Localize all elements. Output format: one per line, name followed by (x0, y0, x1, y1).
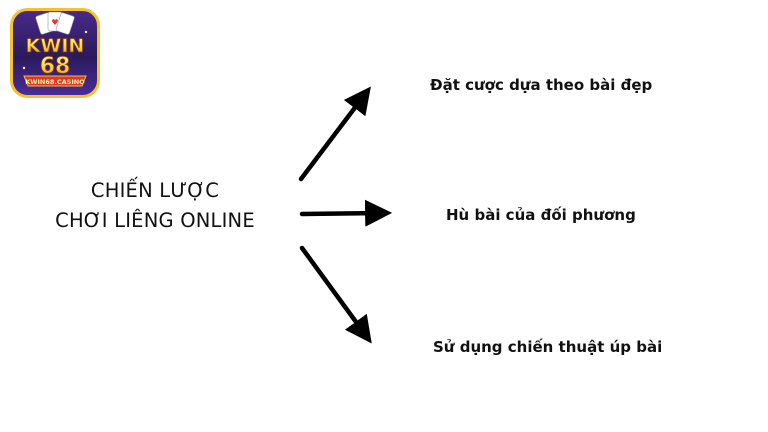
branch-label-3: Sử dụng chiến thuật úp bài (433, 338, 663, 356)
kwin68-logo-graphic: ♥ KWIN 68 KWIN68.CASINO (10, 8, 100, 98)
branch-label-1: Đặt cược dựa theo bài đẹp (430, 76, 653, 94)
cards-icon: ♥ (35, 11, 75, 35)
center-topic: CHIẾN LƯỢC CHƠI LIÊNG ONLINE (40, 176, 270, 236)
logo-number-text: 68 (40, 54, 71, 79)
center-topic-line-1: CHIẾN LƯỢC (90, 179, 220, 202)
svg-text:♥: ♥ (51, 18, 58, 27)
arrow-to-branch-1 (298, 86, 371, 182)
arrow-to-branch-2 (299, 199, 393, 227)
logo-brand-text: KWIN (26, 35, 85, 57)
brand-logo: ♥ KWIN 68 KWIN68.CASINO (10, 8, 100, 98)
arrow-to-branch-3 (299, 245, 372, 344)
branch-label-2: Hù bài của đối phương (446, 206, 636, 224)
center-topic-line-2: CHƠI LIÊNG ONLINE (55, 209, 255, 232)
logo-tagline-text: KWIN68.CASINO (25, 78, 85, 86)
